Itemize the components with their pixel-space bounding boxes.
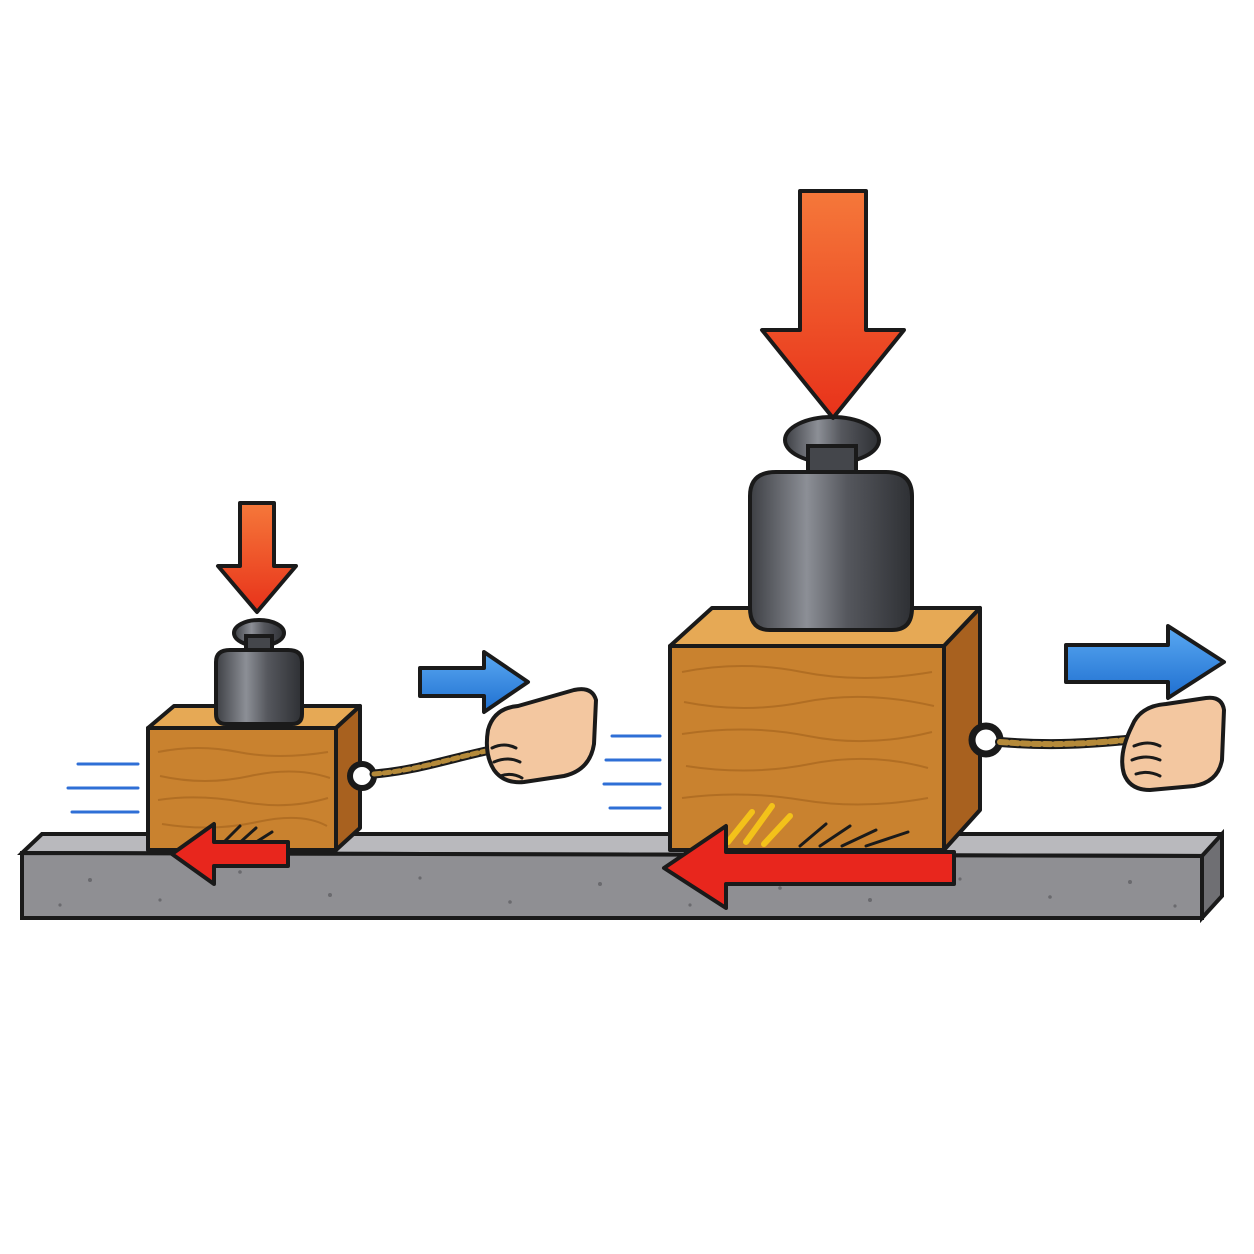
large-wood-block <box>668 606 982 852</box>
small-motion-lines <box>66 762 140 814</box>
small-weight-body <box>214 648 304 726</box>
hand-icon <box>1120 695 1226 792</box>
small-load-arrow <box>216 501 298 614</box>
large-block-front <box>668 644 946 852</box>
surface-side <box>1200 828 1224 924</box>
large-pull-arrow <box>1064 624 1226 700</box>
large-setup <box>602 189 1226 910</box>
small-hand <box>484 687 598 785</box>
large-block-side <box>942 606 982 852</box>
small-friction-arrow <box>170 822 290 886</box>
large-load-arrow <box>760 189 906 420</box>
small-wood-block <box>146 704 362 852</box>
large-wood-grain <box>681 665 935 806</box>
hand-icon <box>484 687 598 785</box>
large-friction-arrow <box>662 824 956 910</box>
large-motion-lines <box>602 734 662 810</box>
small-block-front <box>146 726 338 852</box>
small-pull-arrow <box>418 650 530 714</box>
large-weight <box>748 415 914 632</box>
large-friction-sparks <box>725 803 910 848</box>
small-wood-grain <box>157 747 331 829</box>
surface-speckles <box>58 870 1177 908</box>
large-hand <box>1120 695 1226 792</box>
small-weight <box>214 618 304 726</box>
large-weight-body <box>748 470 914 632</box>
small-setup <box>66 501 598 886</box>
